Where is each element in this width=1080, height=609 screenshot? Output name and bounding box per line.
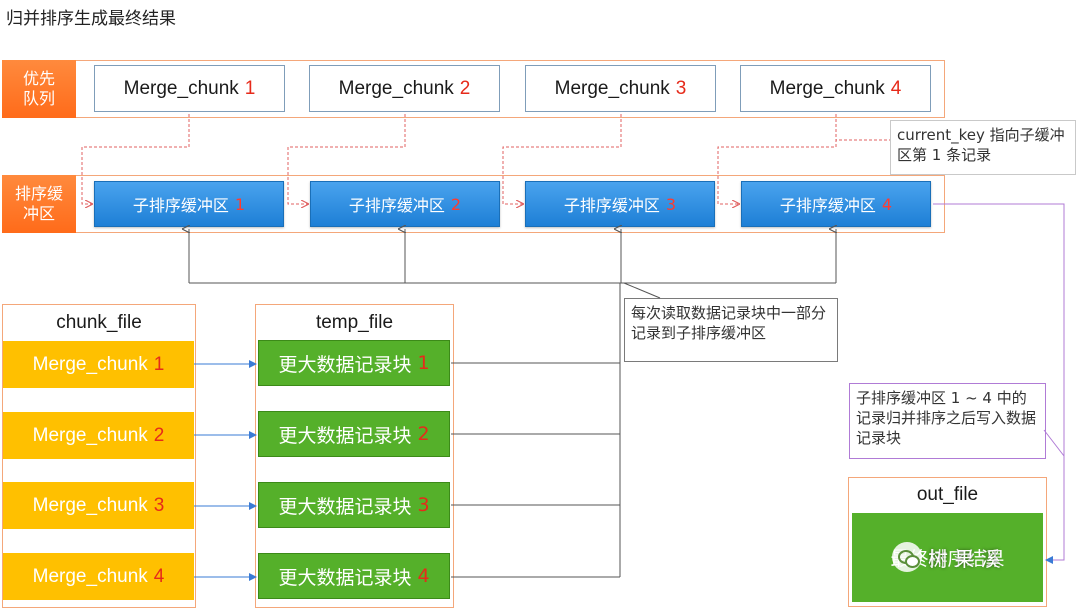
sort-buffer-label: 排序缓冲区 (2, 175, 76, 233)
merge-chunk-number: 2 (459, 77, 471, 99)
sub-buffer-label: 子排序缓冲区 (132, 196, 229, 215)
temp-block-number: 1 (417, 352, 430, 374)
chunk-number: 3 (153, 494, 165, 516)
temp-block-label: 更大数据记录块 (278, 424, 412, 447)
wechat-icon (892, 542, 922, 572)
read-blocks-callout: 每次读取数据记录块中一部分记录到子排序缓冲区 (624, 298, 838, 362)
sub-sort-buffer-1: 子排序缓冲区 1 (94, 181, 284, 227)
merge-chunk-label: Merge_chunk (769, 77, 885, 99)
temp-block-number: 3 (417, 494, 430, 516)
chunk-label: Merge_chunk (32, 565, 148, 587)
sub-buffer-number: 2 (450, 194, 462, 214)
priority-queue-label-text: 优先队列 (22, 69, 55, 108)
chunk-file-frame (2, 304, 196, 608)
dashed-link-callout (835, 139, 890, 147)
temp-block-label: 更大数据记录块 (278, 495, 412, 518)
sub-buffer-label: 子排序缓冲区 (563, 196, 660, 215)
sub-buffer-number: 3 (665, 194, 677, 214)
temp-file-title: temp_file (315, 312, 394, 333)
chunk-label: Merge_chunk (32, 424, 148, 446)
sub-buffer-number: 1 (234, 194, 246, 214)
sub-sort-buffer-2: 子排序缓冲区 2 (310, 181, 500, 227)
temp-block-label: 更大数据记录块 (278, 566, 412, 589)
merge-chunk-number: 3 (675, 77, 687, 99)
chunk-number: 1 (153, 353, 165, 375)
merge-chunk-number: 1 (244, 77, 256, 99)
chunk-number: 2 (153, 424, 165, 446)
temp-block-number: 2 (417, 423, 430, 445)
sub-buffer-number: 4 (881, 194, 893, 214)
sub-buffer-label: 子排序缓冲区 (348, 196, 445, 215)
chunk-file-title: chunk_file (56, 312, 142, 333)
out-file-title: out_file (916, 484, 979, 505)
chunk-label: Merge_chunk (32, 353, 148, 375)
merge-chunk-label: Merge_chunk (554, 77, 670, 99)
sort-buffer-label-text: 排序缓冲区 (14, 184, 63, 223)
merge-chunk-label: Merge_chunk (123, 77, 239, 99)
temp-block-number: 4 (417, 565, 430, 587)
sub-sort-buffer-3: 子排序缓冲区 3 (525, 181, 715, 227)
diagram-title: 归并排序生成最终结果 (6, 9, 176, 29)
watermark: 树 果 溪 (892, 540, 1001, 574)
chunk-to-temp-arrows (194, 360, 257, 581)
watermark-text: 树 果 溪 (928, 546, 1001, 571)
current-key-callout-text: current_key 指向子缓冲区第 1 条记录 (897, 126, 1065, 164)
temp-block-label: 更大数据记录块 (278, 353, 412, 376)
chunk-number: 4 (153, 565, 165, 587)
current-key-callout: current_key 指向子缓冲区第 1 条记录 (890, 120, 1076, 175)
chunk-label: Merge_chunk (32, 494, 148, 516)
sub-buffer-label: 子排序缓冲区 (779, 196, 876, 215)
merge-write-callout: 子排序缓冲区 1 ~ 4 中的记录归并排序之后写入数据记录块 (849, 383, 1046, 459)
priority-queue-label: 优先队列 (2, 60, 76, 118)
temp-file-frame (255, 304, 454, 608)
merge-chunk-label: Merge_chunk (338, 77, 454, 99)
sub-sort-buffer-4: 子排序缓冲区 4 (741, 181, 931, 227)
merge-chunk-number: 4 (890, 77, 902, 99)
read-blocks-callout-text: 每次读取数据记录块中一部分记录到子排序缓冲区 (631, 304, 827, 342)
merge-write-callout-text: 子排序缓冲区 1 ~ 4 中的记录归并排序之后写入数据记录块 (856, 389, 1037, 447)
